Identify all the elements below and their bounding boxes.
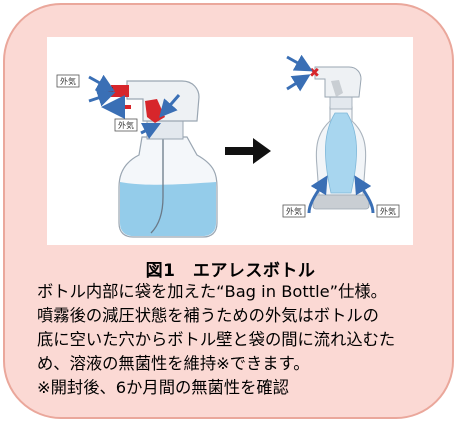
blocked-cross-icon: ✖ bbox=[309, 66, 320, 81]
svg-text:外気: 外気 bbox=[118, 120, 134, 130]
description-line: ※開封後、6か月間の無菌性を確認 bbox=[37, 378, 289, 397]
regular-spray-bottle bbox=[88, 74, 218, 238]
description-line: め、溶液の無菌性を維持※できます。 bbox=[37, 354, 310, 373]
outside-air-label-top-left: 外気 bbox=[56, 74, 80, 88]
airless-bottle-figure: 外気 外気 ✖ bbox=[47, 37, 413, 245]
svg-text:外気: 外気 bbox=[286, 206, 302, 216]
outside-air-label-bottom-left: 外気 bbox=[282, 204, 306, 218]
outside-air-label-mid-left: 外気 bbox=[114, 118, 138, 132]
description-line: 底に空いた穴からボトル壁と袋の間に流れ込むた bbox=[37, 330, 396, 349]
description-line: 噴霧後の減圧状態を補うための外気はボトルの bbox=[37, 306, 379, 325]
airless-bottle: ✖ bbox=[286, 54, 375, 214]
right-arrow-icon bbox=[225, 138, 271, 164]
figure-illustration: 外気 外気 ✖ bbox=[56, 54, 400, 238]
svg-text:外気: 外気 bbox=[380, 206, 396, 216]
outside-air-label-bottom-right: 外気 bbox=[376, 204, 400, 218]
description-line: ボトル内部に袋を加えた“Bag in Bottle”仕様。 bbox=[37, 282, 387, 301]
description-text: ボトル内部に袋を加えた“Bag in Bottle”仕様。 噴霧後の減圧状態を補… bbox=[37, 280, 453, 400]
figure-caption-title: 図1 エアレスボトル bbox=[145, 261, 316, 281]
svg-text:外気: 外気 bbox=[60, 76, 76, 86]
